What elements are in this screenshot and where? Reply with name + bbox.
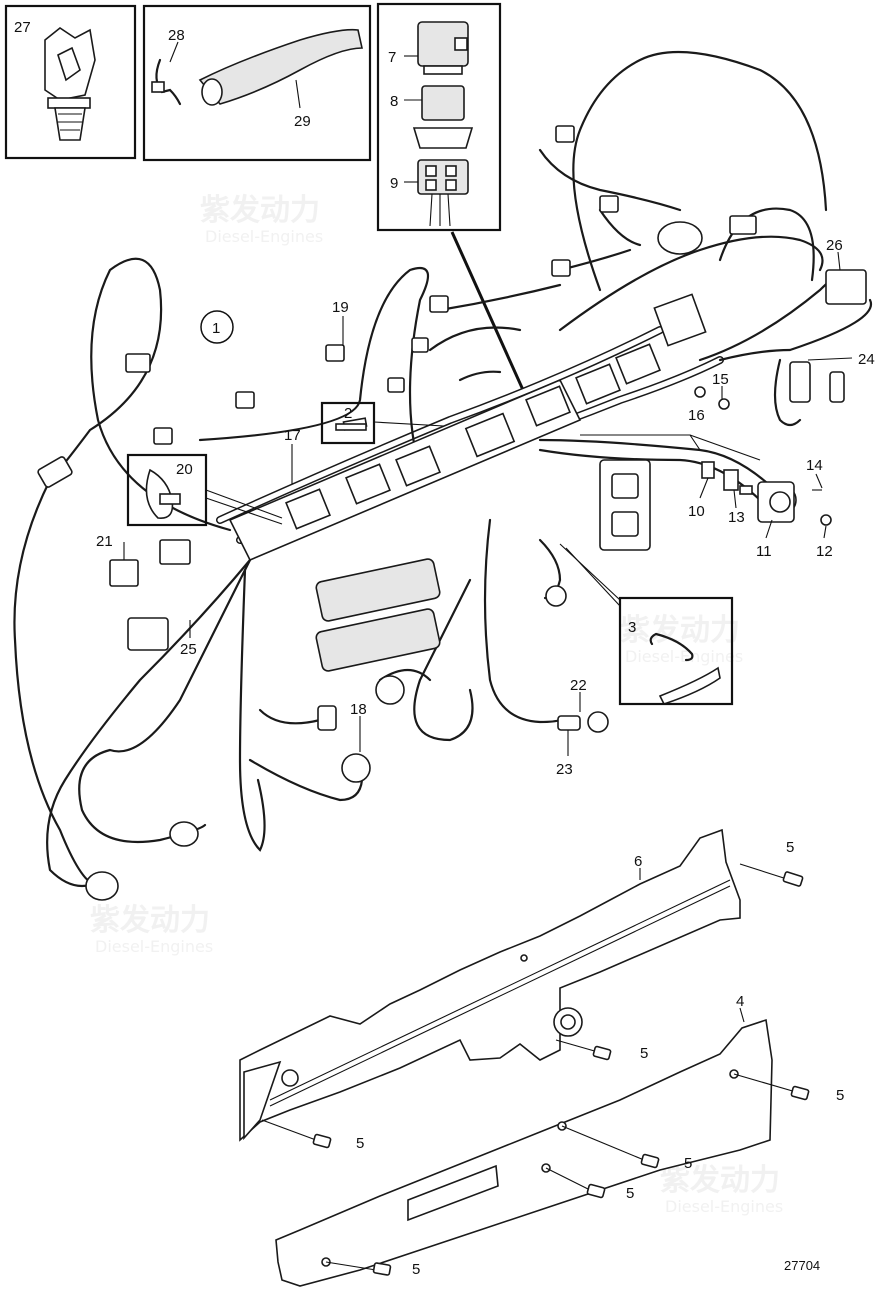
callout-13: 13 [728, 509, 745, 526]
callout-5e: 5 [684, 1155, 692, 1172]
detail-box-tie-hose [142, 4, 372, 162]
reference-marker-circle [200, 310, 234, 344]
callout-16: 16 [688, 407, 705, 424]
callout-19: 19 [332, 299, 349, 316]
callout-17: 17 [284, 427, 301, 444]
callout-5g: 5 [412, 1261, 420, 1278]
callout-15: 15 [712, 371, 729, 388]
callout-26: 26 [826, 237, 843, 254]
callout-7: 7 [388, 49, 396, 66]
watermark-sub: Diesel-Engines [205, 227, 323, 246]
callout-2: 2 [344, 405, 352, 422]
watermark-brand: 紫发动力 [620, 613, 740, 648]
callout-29: 29 [294, 113, 311, 130]
callout-3: 3 [628, 619, 636, 636]
callout-6: 6 [634, 853, 642, 870]
callout-4: 4 [736, 993, 744, 1010]
mounting-rails [239, 828, 773, 1287]
drawing-number: 27704 [784, 1258, 820, 1273]
watermark-sub: Diesel-Engines [625, 647, 743, 666]
callout-9: 9 [390, 175, 398, 192]
callout-5b: 5 [640, 1045, 648, 1062]
detail-box-markers [126, 310, 761, 706]
detail-box-relay [376, 2, 539, 419]
watermark-sub: Diesel-Engines [665, 1197, 783, 1216]
watermark: 紫发动力 Diesel-Engines 紫发动力 Diesel-Engines … [90, 193, 783, 1216]
callout-25: 25 [180, 641, 197, 658]
callout-labels: 27 28 29 7 8 9 26 19 24 15 16 2 17 20 14… [14, 19, 875, 1278]
callout-22: 22 [570, 677, 587, 694]
callout-5f: 5 [626, 1185, 634, 1202]
detail-box-clip [4, 4, 137, 160]
callout-10: 10 [688, 503, 705, 520]
watermark-sub: Diesel-Engines [95, 937, 213, 956]
callout-21: 21 [96, 533, 113, 550]
watermark-brand: 紫发动力 [200, 193, 320, 228]
bolts [261, 863, 810, 1276]
callout-28: 28 [168, 27, 185, 44]
callout-20: 20 [176, 461, 193, 478]
callout-5a: 5 [786, 839, 794, 856]
reference-marker-label: 1 [212, 320, 220, 337]
callout-leaders [123, 251, 853, 1023]
callout-24: 24 [858, 351, 875, 368]
callout-11: 11 [756, 543, 772, 560]
callout-23: 23 [556, 761, 573, 778]
callout-18: 18 [350, 701, 367, 718]
callout-14: 14 [806, 457, 823, 474]
watermark-brand: 紫发动力 [90, 903, 210, 938]
callout-12: 12 [816, 543, 833, 560]
harness-components [37, 125, 867, 901]
callout-27: 27 [14, 19, 31, 36]
callout-8: 8 [390, 93, 398, 110]
callout-5d: 5 [356, 1135, 364, 1152]
callout-5c: 5 [836, 1087, 844, 1104]
watermark-brand: 紫发动力 [660, 1163, 780, 1198]
